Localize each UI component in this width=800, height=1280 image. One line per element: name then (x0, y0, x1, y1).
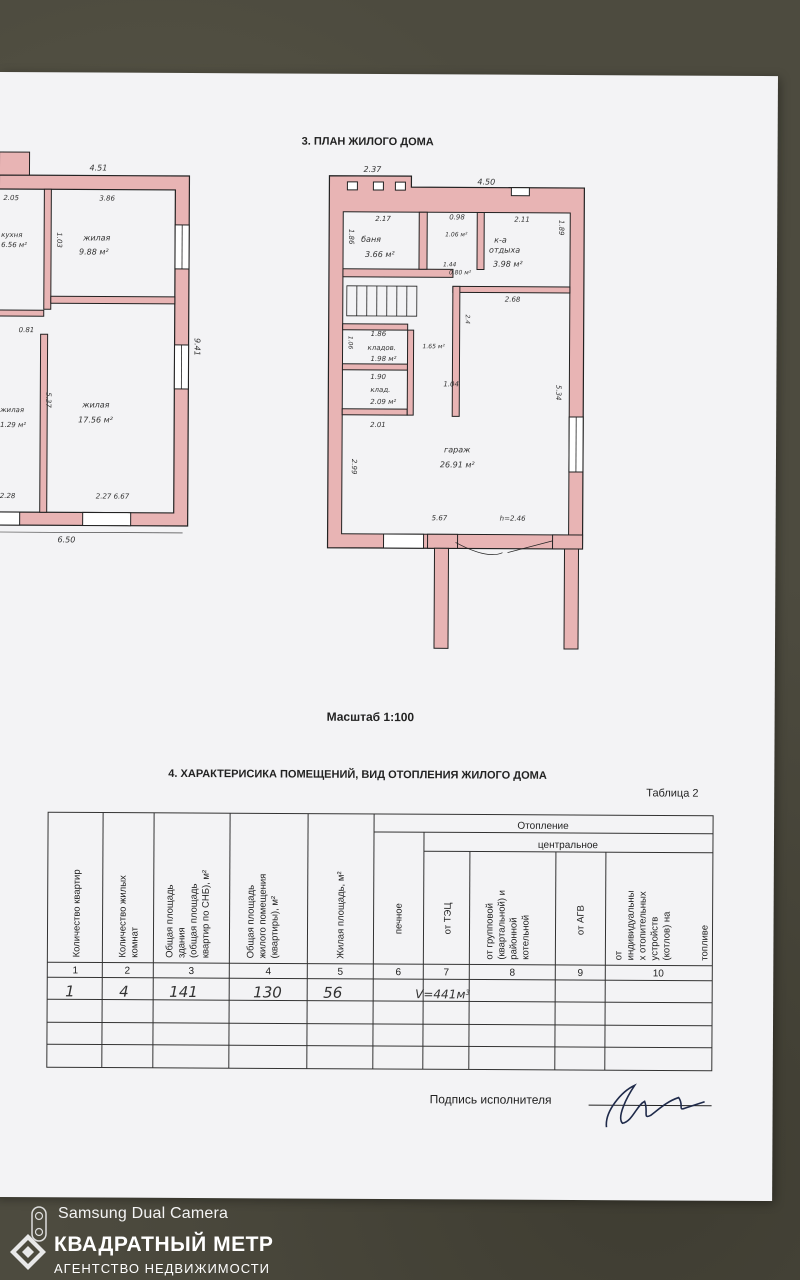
svg-text:1.03: 1.03 (55, 232, 63, 248)
brand-logo-icon (10, 1234, 46, 1270)
col-header: печное (393, 903, 404, 934)
svg-text:2.4: 2.4 (464, 314, 471, 324)
col-header: Количество жилых комнат (117, 873, 140, 958)
svg-text:5.37: 5.37 (44, 392, 52, 408)
col-number: 1 (72, 965, 78, 976)
svg-text:к-а: к-а (494, 236, 507, 245)
brand-subtitle: АГЕНТСТВО НЕДВИЖИМОСТИ (54, 1261, 270, 1276)
svg-text:клад.: клад. (370, 386, 390, 394)
svg-text:0.80 м²: 0.80 м² (449, 269, 472, 276)
svg-text:0.98: 0.98 (449, 213, 465, 221)
camera-lens-icon (31, 1206, 47, 1242)
col-header: Количество квартир (71, 869, 82, 957)
col-number: 8 (509, 968, 515, 979)
svg-text:1.89: 1.89 (557, 220, 565, 236)
col-header: топливе (699, 925, 710, 961)
brand-name: КВАДРАТНЫЙ МЕТР (54, 1233, 274, 1256)
document-page: 3. ПЛАН ЖИЛОГО ДОМА 4.51 2.05 3.86 1.03 … (0, 72, 778, 1202)
col-header: Жилая площадь, м² (335, 871, 346, 958)
heating-header: Отопление (517, 821, 569, 832)
svg-text:1.29 м²: 1.29 м² (0, 421, 26, 429)
col-header: от АГВ (575, 905, 586, 935)
table-row: 1 4 141 130 56 V=441м³ (65, 982, 470, 1002)
svg-text:9.88 м²: 9.88 м² (79, 247, 109, 256)
svg-text:4.50: 4.50 (477, 178, 495, 187)
cell: 1 (65, 982, 75, 1000)
col-header: Общая площадь жилого помещения (квартиры… (245, 871, 280, 959)
svg-text:6.56 м²: 6.56 м² (1, 241, 27, 249)
svg-text:1.04: 1.04 (443, 380, 459, 388)
svg-text:отдыха: отдыха (489, 246, 520, 255)
camera-label: Samsung Dual Camera (58, 1205, 229, 1222)
col-header: от групповой (квартальной) и районной ко… (484, 887, 531, 959)
col-number: 2 (124, 966, 130, 977)
svg-text:жилая: жилая (0, 406, 24, 414)
signature-image (588, 1083, 712, 1128)
svg-text:1.06 м²: 1.06 м² (445, 231, 468, 238)
svg-text:2.17: 2.17 (375, 215, 391, 223)
col-number: 6 (395, 967, 401, 978)
col-number: 3 (188, 966, 194, 977)
cell: 141 (169, 983, 198, 1001)
central-header: центральное (538, 840, 599, 851)
svg-text:кладов.: кладов. (368, 344, 397, 352)
cell: 130 (253, 983, 282, 1001)
svg-text:6.50: 6.50 (58, 535, 76, 544)
svg-text:1.65 м²: 1.65 м² (423, 343, 446, 350)
svg-text:гараж: гараж (444, 445, 471, 454)
svg-text:2.09 м²: 2.09 м² (370, 398, 396, 406)
svg-text:1.44: 1.44 (443, 261, 457, 268)
floor-plans: 4.51 2.05 3.86 1.03 9.41 жилая 9.88 м² ж… (0, 151, 586, 650)
characteristics-table: Отопление центральное Количество квартир… (46, 811, 714, 1072)
svg-text:кухня: кухня (1, 231, 22, 239)
svg-text:2.05: 2.05 (3, 194, 19, 202)
col-number: 10 (653, 968, 665, 979)
svg-text:h=2.46: h=2.46 (500, 515, 526, 523)
svg-text:2.28: 2.28 (0, 492, 16, 500)
column-headers: Количество квартир Количество жилых комн… (71, 869, 710, 961)
col-header: Общая площадь здания (общая площадь квар… (164, 870, 211, 958)
svg-text:17.56 м²: 17.56 м² (78, 415, 114, 424)
svg-text:2.11: 2.11 (514, 216, 530, 224)
left-floor-plan: 4.51 2.05 3.86 1.03 9.41 жилая 9.88 м² ж… (0, 151, 202, 544)
col-number: 9 (577, 968, 583, 979)
column-numbers: 1 2 3 4 5 6 7 8 9 10 (72, 965, 664, 979)
svg-text:жилая: жилая (82, 233, 110, 242)
right-floor-plan: 2.37 4.50 2.17 0.98 2.11 баня 3.66 м² к-… (326, 165, 586, 650)
svg-text:5.34: 5.34 (554, 385, 562, 401)
svg-text:0.81: 0.81 (19, 326, 35, 334)
svg-text:2.99: 2.99 (350, 459, 358, 475)
svg-text:1.98 м²: 1.98 м² (370, 355, 396, 363)
svg-text:жилая: жилая (81, 400, 109, 409)
dim-label: 4.51 (89, 163, 107, 172)
svg-text:1.86: 1.86 (347, 229, 355, 245)
cell: 56 (323, 984, 342, 1002)
col-header: от ТЭЦ (442, 903, 453, 935)
svg-text:2.01: 2.01 (370, 421, 386, 429)
col-number: 4 (265, 966, 271, 977)
cell: V=441м³ (415, 987, 470, 1001)
svg-text:9.41: 9.41 (193, 338, 202, 356)
col-header: от индивидуальны х отопительных устройст… (613, 888, 672, 961)
svg-text:2.68: 2.68 (505, 296, 521, 304)
svg-text:2.27 6.67: 2.27 6.67 (96, 493, 130, 501)
svg-text:3.86: 3.86 (99, 195, 115, 203)
svg-text:1.86: 1.86 (371, 330, 387, 338)
cell: 4 (119, 983, 129, 1001)
svg-text:5.67: 5.67 (432, 514, 448, 522)
svg-text:3.66 м²: 3.66 м² (365, 250, 395, 259)
svg-text:3.98 м²: 3.98 м² (493, 260, 523, 269)
col-number: 7 (443, 967, 449, 978)
col-number: 5 (337, 967, 343, 978)
svg-text:баня: баня (361, 235, 381, 244)
signature-label: Подпись исполнителя (429, 1092, 552, 1107)
svg-text:1.06: 1.06 (347, 336, 354, 350)
svg-text:1.90: 1.90 (370, 373, 386, 381)
svg-text:2.37: 2.37 (363, 165, 382, 174)
svg-text:26.91 м²: 26.91 м² (440, 460, 476, 469)
